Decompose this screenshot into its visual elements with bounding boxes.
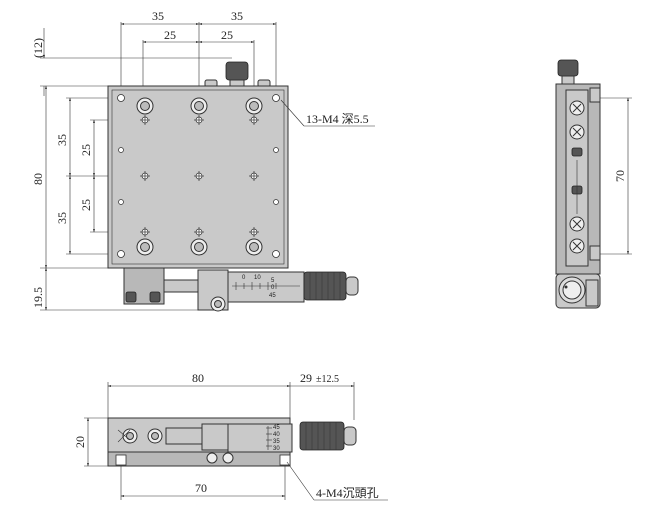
front-base-plate bbox=[107, 451, 291, 467]
m4-threaded-holes bbox=[140, 115, 259, 237]
dim-80: 80 bbox=[31, 173, 45, 185]
dim-12: (12) bbox=[31, 38, 45, 58]
dim-25-right: 25 bbox=[221, 28, 233, 42]
top-view: 35 35 25 25 (12) 80 35 25 25 35 19.5 bbox=[31, 9, 375, 312]
front-scale-40: 40 bbox=[273, 432, 280, 438]
side-dim-70: 70 bbox=[613, 170, 627, 182]
counterbore-holes-bottom bbox=[136, 238, 263, 256]
dim-35-left: 35 bbox=[152, 9, 164, 23]
front-dim-80: 80 bbox=[192, 371, 204, 385]
front-scale-30: 30 bbox=[273, 446, 280, 452]
counterbore-holes-top bbox=[136, 97, 263, 115]
front-scale-35: 35 bbox=[273, 439, 280, 445]
micrometer-sleeve bbox=[227, 271, 305, 303]
corner-holes bbox=[117, 94, 280, 258]
dim-25-left: 25 bbox=[164, 28, 176, 42]
front-view: 80 29 ±12.5 20 45 40 35 30 bbox=[73, 371, 388, 501]
front-dim-29: 29 bbox=[300, 371, 312, 385]
front-dim-70: 70 bbox=[195, 481, 207, 495]
front-micrometer-thimble[interactable] bbox=[299, 421, 345, 451]
side-screws bbox=[569, 100, 585, 254]
hole-callout-top: 13-M4 深5.5 bbox=[306, 112, 369, 126]
dim-35-upper: 35 bbox=[55, 134, 69, 146]
dim-19-5: 19.5 bbox=[31, 287, 45, 308]
front-hole-callout: 4-M4沉頭孔 bbox=[316, 486, 379, 500]
scale-top-0: 0 bbox=[242, 275, 246, 281]
scale-top-10: 10 bbox=[254, 275, 261, 281]
scale-top-0b: 0 bbox=[271, 285, 275, 291]
dim-35-right: 35 bbox=[231, 9, 243, 23]
scale-top-45: 45 bbox=[269, 293, 276, 299]
side-view: 70 bbox=[555, 59, 632, 309]
dim-25-lower: 25 bbox=[79, 199, 93, 211]
front-micrometer-sleeve bbox=[227, 423, 293, 453]
dim-35-lower: 35 bbox=[55, 212, 69, 224]
front-scale-45: 45 bbox=[273, 425, 280, 431]
dim-25-upper: 25 bbox=[79, 144, 93, 156]
scale-top-5: 5 bbox=[271, 278, 275, 284]
front-dim-20: 20 bbox=[73, 436, 87, 448]
front-dim-29-tol: ±12.5 bbox=[316, 374, 339, 385]
micrometer-thimble[interactable] bbox=[303, 271, 347, 301]
